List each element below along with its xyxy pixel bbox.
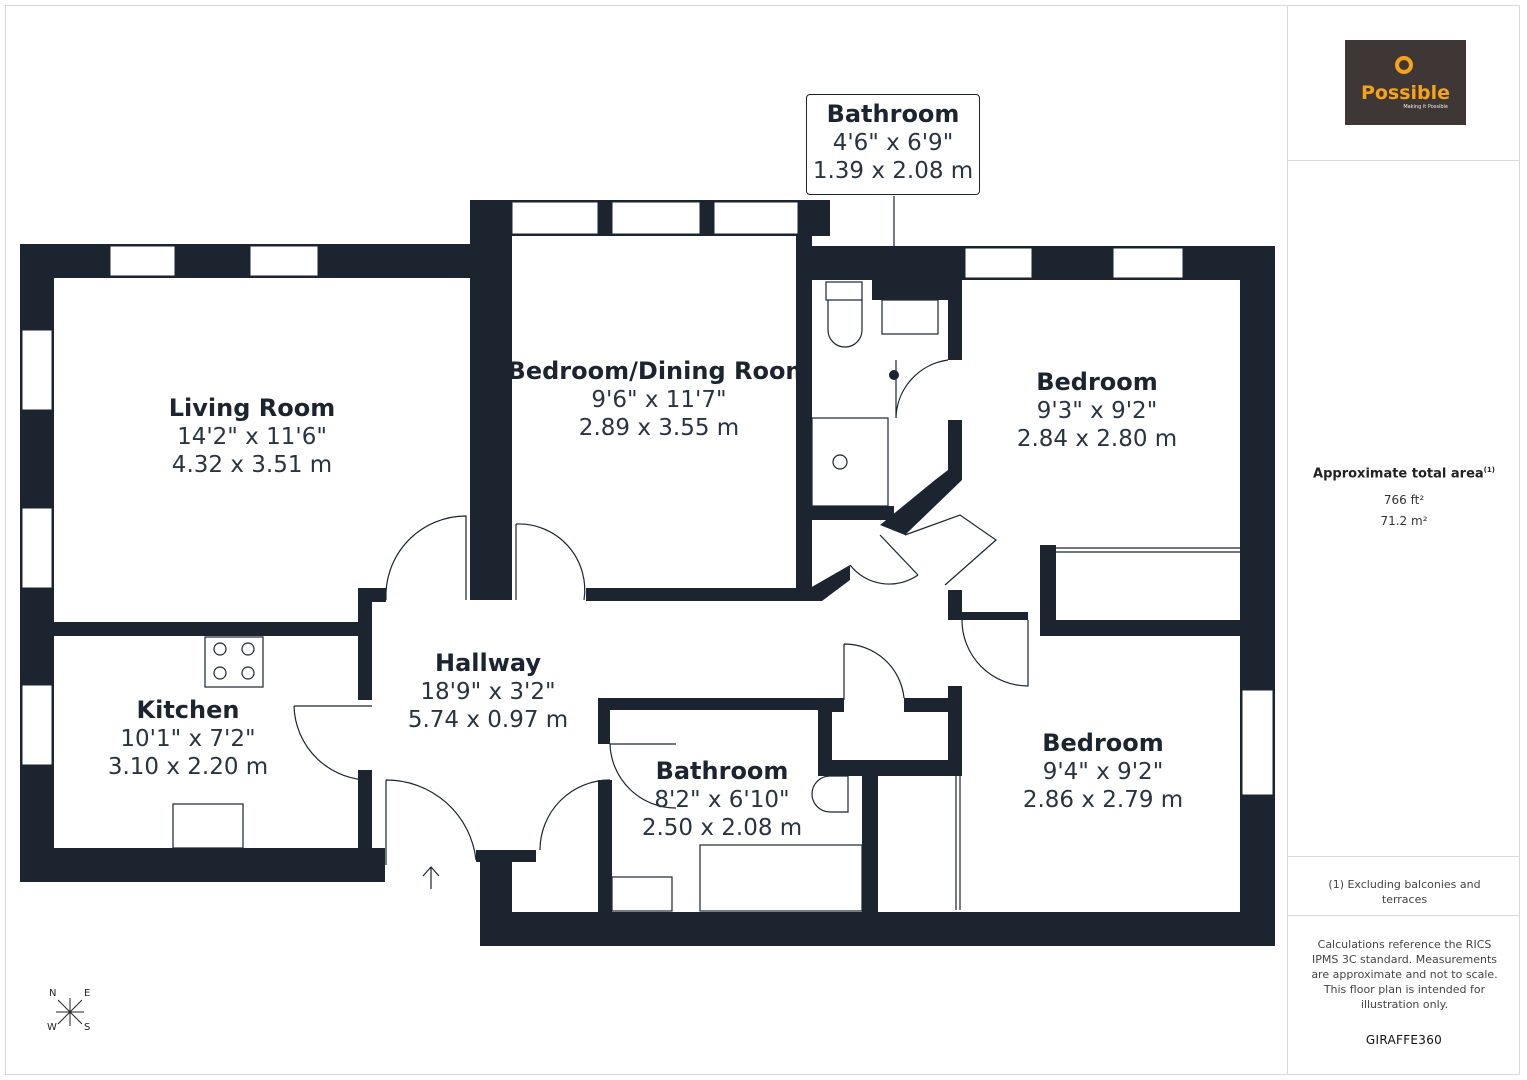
room-name: Bedroom [1036,368,1158,396]
doors [293,359,1240,910]
disclaimer: Calculations reference the RICS IPMS 3C … [1311,938,1498,1011]
room-name: Bedroom/Dining Room [507,357,811,385]
logo-tagline: Making it Possible [1403,104,1448,110]
room-bedroom-2: Bedroom 9'4" x 9'2" 2.86 x 2.79 m [1023,728,1183,814]
bathroom-callout-box [806,94,980,195]
room-imperial: 14'2" x 11'6" [177,424,327,450]
room-metric: 5.74 x 0.97 m [407,707,569,733]
compass-w: W [47,1022,57,1033]
room-name: Bathroom [826,100,960,128]
giraffe360-brand: GIRAFFE360 [1365,1033,1443,1047]
area-title-text: Approximate total area [1313,466,1484,482]
room-imperial: 9'3" x 9'2" [1036,398,1158,424]
windows [21,201,1274,796]
room-name: Bedroom [1042,729,1164,757]
room-metric: 2.50 x 2.08 m [641,815,803,841]
compass-e: E [84,988,91,999]
room-bedroom-dining: Bedroom/Dining Room 9'6" x 11'7" 2.89 x … [508,356,811,442]
fixtures [172,196,939,912]
room-imperial: 18'9" x 3'2" [420,679,556,705]
room-metric: 1.39 x 2.08 m [812,158,974,184]
room-imperial: 9'4" x 9'2" [1042,759,1164,785]
room-bedroom-1: Bedroom 9'3" x 9'2" 2.84 x 2.80 m [1017,367,1177,453]
room-name: Bathroom [655,757,789,785]
area-m: 71.2 m² [1380,514,1428,528]
room-name: Hallway [434,649,541,677]
footnote: (1) Excluding balconies and terraces [1328,878,1481,906]
compass-s: S [84,1022,91,1033]
room-bathroom-1: Bathroom 4'6" x 6'9" 1.39 x 2.08 m [813,99,973,185]
shower-icon [811,417,889,507]
room-metric: 2.86 x 2.79 m [1022,787,1184,813]
divider [1288,160,1520,161]
bath-icon [699,844,863,912]
room-hallway: Hallway 18'9" x 3'2" 5.74 x 0.97 m [408,648,568,734]
room-imperial: 9'6" x 11'7" [591,387,727,413]
room-metric: 4.32 x 3.51 m [171,452,333,478]
brand-logo: Possible Making it Possible [1345,40,1466,125]
divider [1288,856,1520,857]
page-frame [5,5,1520,1075]
entrance-arrow-icon [422,866,440,889]
compass-n: N [49,988,57,999]
hob-icon [204,636,264,688]
room-imperial: 10'1" x 7'2" [120,726,256,752]
room-metric: 2.89 x 3.55 m [578,415,740,441]
room-bathroom-2: Bathroom 8'2" x 6'10" 2.50 x 2.08 m [642,756,802,842]
basin-icon [881,299,939,335]
room-metric: 3.10 x 2.20 m [107,754,269,780]
room-name: Living Room [168,394,336,422]
area-ft: 766 ft² [1383,493,1425,507]
footnote-mark: (1) [1483,466,1495,474]
divider [1288,915,1520,916]
room-imperial: 4'6" x 6'9" [832,130,954,156]
area-title: Approximate total area(1) [1288,466,1520,481]
floor-plan [20,196,1275,1026]
compass: N E S W [47,988,93,1034]
info-sidebar: Possible Making it Possible Approximate … [1287,5,1520,1075]
sink-icon [172,803,244,849]
room-name: Kitchen [136,696,240,724]
room-imperial: 8'2" x 6'10" [654,787,790,813]
logo-name: Possible [1360,82,1451,104]
room-living-room: Living Room 14'2" x 11'6" 4.32 x 3.51 m [169,393,335,479]
room-metric: 2.84 x 2.80 m [1016,426,1178,452]
compass-rose-icon [56,998,84,1026]
logo-p-icon [1395,56,1413,74]
room-kitchen: Kitchen 10'1" x 7'2" 3.10 x 2.20 m [108,695,268,781]
